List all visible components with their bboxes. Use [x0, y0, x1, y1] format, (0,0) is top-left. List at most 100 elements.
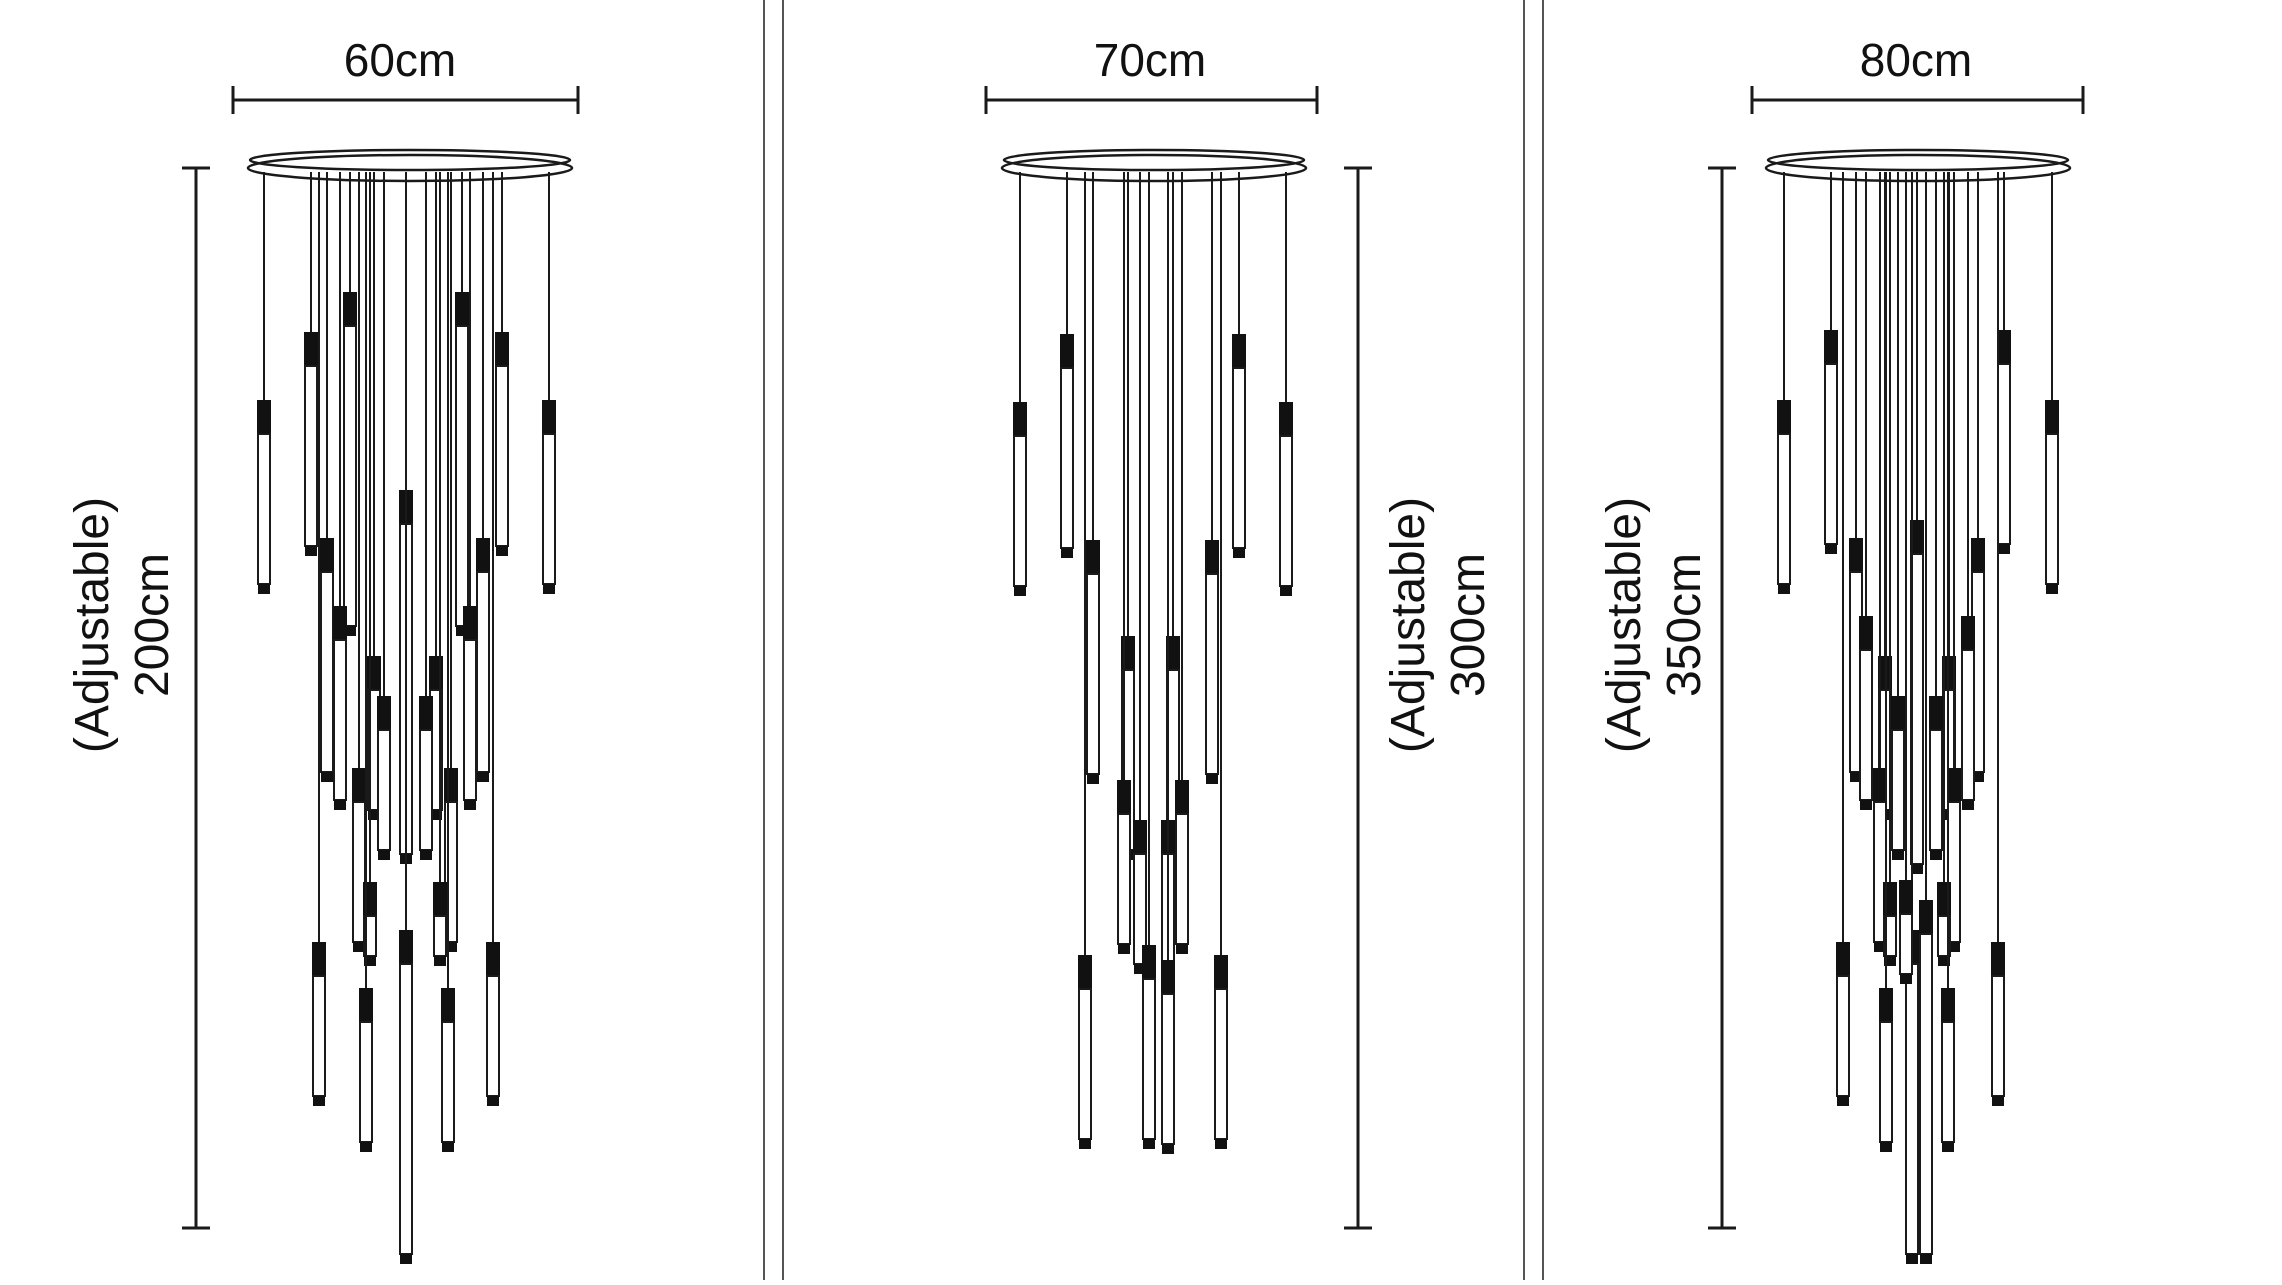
- pendant-cap: [1133, 820, 1147, 854]
- pendant-end: [543, 584, 555, 594]
- pendant-tube: [486, 975, 500, 1097]
- pendant-tube: [343, 325, 357, 627]
- pendant-cap: [352, 768, 366, 802]
- pendant-cap: [1175, 780, 1189, 814]
- pendant-tube: [1941, 1021, 1955, 1143]
- pendant-end: [1948, 942, 1960, 952]
- pendant-light: [495, 172, 509, 556]
- pendant-light: [1232, 172, 1246, 558]
- pendant-tube: [1919, 933, 1933, 1255]
- pendant-end: [400, 1254, 412, 1264]
- pendant-light: [343, 172, 357, 636]
- pendant-cap: [1899, 880, 1913, 914]
- pendant-light: [320, 172, 334, 782]
- pendant-light: [1117, 172, 1131, 954]
- pendant-end: [1143, 1139, 1155, 1149]
- pendant-cap: [1142, 945, 1156, 979]
- pendant-tube: [463, 639, 477, 801]
- pendant-group: [1777, 172, 2059, 1264]
- pendant-end: [313, 1096, 325, 1106]
- pendant-light: [476, 172, 490, 782]
- pendant-tube: [1279, 435, 1293, 587]
- pendant-tube: [1142, 978, 1156, 1140]
- pendant-tube: [1078, 988, 1092, 1140]
- height-label-value: 200cm: [126, 553, 179, 697]
- pendant-tube: [257, 433, 271, 585]
- pendant-cap: [1849, 538, 1863, 572]
- height-label-adjustable: (Adjustable): [66, 497, 119, 753]
- pendant-end: [1778, 584, 1790, 594]
- panel-dividers: [763, 0, 1544, 1280]
- pendant-cap: [1060, 334, 1074, 368]
- pendant-light: [1279, 172, 1293, 596]
- pendant-cap: [441, 988, 455, 1022]
- pendant-end: [1233, 548, 1245, 558]
- pendant-light: [333, 172, 347, 810]
- pendant-cap: [1086, 540, 1100, 574]
- pendant-tube: [1214, 988, 1228, 1140]
- ceiling-canopy: [246, 148, 574, 183]
- pendant-cap: [1941, 988, 1955, 1022]
- pendant-cap: [2045, 400, 2059, 434]
- pendant-light: [1142, 172, 1156, 1149]
- pendant-light: [1919, 172, 1933, 1264]
- pendant-end: [360, 1142, 372, 1152]
- pendant-end: [1825, 544, 1837, 554]
- pendant-cap: [1232, 334, 1246, 368]
- pendant-end: [477, 772, 489, 782]
- pendant-end: [1992, 1096, 2004, 1106]
- pendant-end: [378, 850, 390, 860]
- pendant-cap: [1279, 402, 1293, 436]
- pendant-cap: [1161, 960, 1175, 994]
- pendant-end: [353, 942, 365, 952]
- pendant-light: [1214, 172, 1228, 1149]
- height-dimension: [182, 166, 210, 1230]
- pendant-cap: [1836, 942, 1850, 976]
- pendant-tube: [1232, 367, 1246, 549]
- pendant-light: [312, 172, 326, 1106]
- pendant-end: [1079, 1139, 1091, 1149]
- pendant-tube: [1161, 993, 1175, 1145]
- pendant-light: [1836, 172, 1850, 1106]
- pendant-end: [1892, 850, 1904, 860]
- pendant-cap: [455, 292, 469, 326]
- pendant-light: [1078, 172, 1092, 1149]
- pendant-cap: [444, 768, 458, 802]
- height-dimension: [1344, 166, 1372, 1230]
- pendant-cap: [1997, 330, 2011, 364]
- pendant-tube: [1836, 975, 1850, 1097]
- pendant-cap: [320, 538, 334, 572]
- pendant-end: [430, 810, 442, 820]
- pendant-light: [1777, 172, 1791, 594]
- pendant-end: [344, 626, 356, 636]
- pendant-tube: [1899, 913, 1913, 975]
- pendant-cap: [1873, 768, 1887, 802]
- pendant-cap: [542, 400, 556, 434]
- pendant-light: [433, 172, 447, 966]
- pendant-light: [1879, 172, 1893, 1152]
- pendant-end: [1942, 1142, 1954, 1152]
- pendant-cap: [1991, 942, 2005, 976]
- pendant-tube: [1205, 573, 1219, 775]
- pendant-end: [1280, 586, 1292, 596]
- pendant-light: [304, 172, 318, 556]
- pendant-cap: [1961, 616, 1975, 650]
- pendant-light: [1891, 172, 1905, 860]
- pendant-end: [1087, 774, 1099, 784]
- pendant-cap: [1166, 636, 1180, 670]
- pendant-end: [1962, 800, 1974, 810]
- pendant-end: [445, 942, 457, 952]
- pendant-tube: [1905, 963, 1919, 1255]
- height-label-group: (Adjustable) 200cm: [66, 497, 179, 753]
- pendant-tube: [455, 325, 469, 627]
- pendant-group: [1013, 172, 1293, 1154]
- height-label-value: 350cm: [1658, 553, 1711, 697]
- pendant-cap: [304, 332, 318, 366]
- pendant-cap: [1919, 900, 1933, 934]
- pendant-end: [1884, 956, 1896, 966]
- pendant-cap: [419, 696, 433, 730]
- pendant-cap: [495, 332, 509, 366]
- pendant-light: [1060, 172, 1074, 558]
- pendant-tube: [333, 639, 347, 801]
- pendant-cap: [433, 882, 447, 916]
